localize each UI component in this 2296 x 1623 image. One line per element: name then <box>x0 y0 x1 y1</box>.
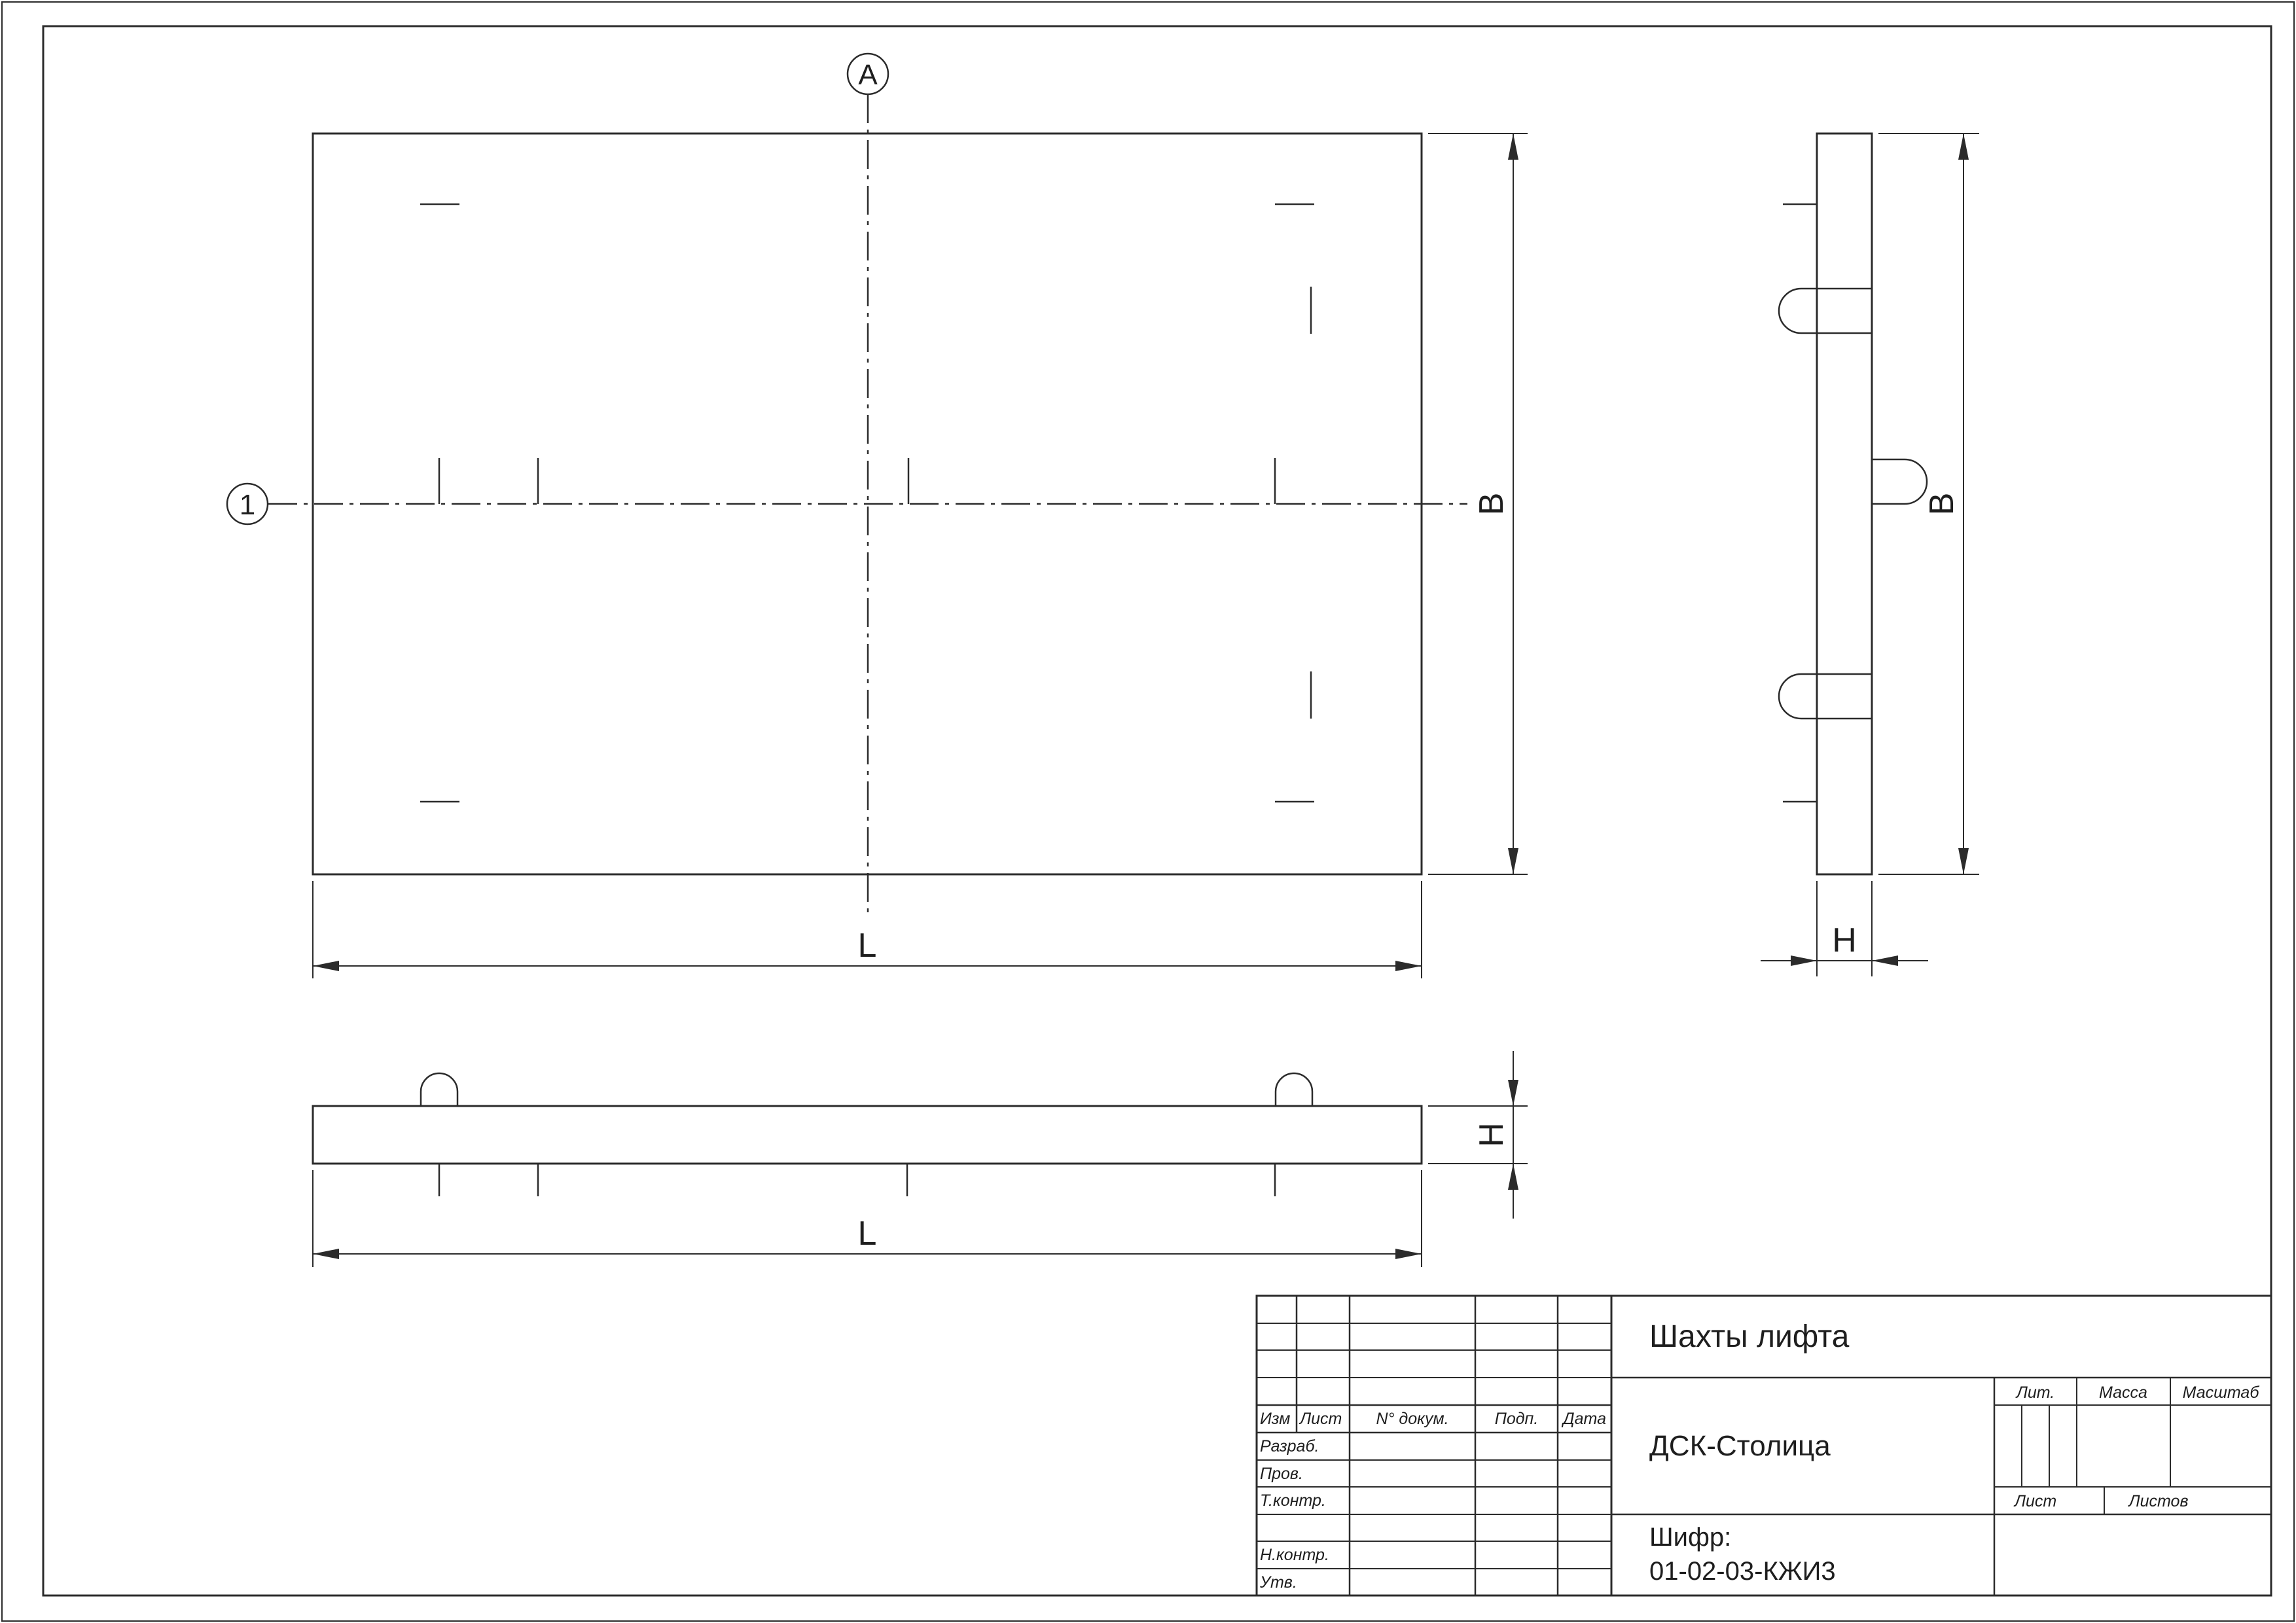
front-dim-h-label: H <box>1473 1122 1511 1147</box>
arrow <box>1872 955 1898 966</box>
role-tech-control: Т.контр. <box>1260 1491 1326 1510</box>
title-block-grid <box>1257 1296 2271 1596</box>
mass-label: Масса <box>2099 1383 2147 1402</box>
code-label: Шифр: <box>1649 1523 1731 1552</box>
plan-dim-l-label: L <box>858 927 877 965</box>
side-slab-outline <box>1816 132 1873 876</box>
axis-a-bubble <box>846 52 889 96</box>
axis-1-label: 1 <box>240 489 255 521</box>
axis-a-label: A <box>858 59 878 91</box>
project-code: 01-02-03-КЖИ3 <box>1649 1557 1836 1586</box>
side-dim-h-label: H <box>1832 921 1857 959</box>
arrow <box>1508 848 1518 874</box>
arrow <box>1958 848 1969 874</box>
front-dim-l-label: L <box>858 1215 877 1253</box>
drawing-frame <box>42 25 2272 1597</box>
role-checker: Пров. <box>1260 1465 1303 1483</box>
plan-dim-b-label: B <box>1473 493 1511 516</box>
plan-view: A 1 L B <box>226 52 1528 978</box>
lifting-loop <box>420 1072 459 1106</box>
arrow <box>1958 134 1969 160</box>
title-block: Изм Лист N° докум. Подп. Дата Разраб. Пр… <box>1255 1294 2272 1597</box>
side-view: B H <box>1761 132 1979 976</box>
organization-name: ДСК-Столица <box>1649 1430 1831 1462</box>
role-approved: Утв. <box>1259 1573 1297 1592</box>
arrow <box>313 961 339 971</box>
role-norm-control: Н.контр. <box>1260 1546 1329 1564</box>
arrow <box>1395 1249 1422 1259</box>
front-view: L H <box>312 1051 1528 1267</box>
arrow <box>1508 134 1518 160</box>
side-dim-b-label: B <box>1923 493 1961 516</box>
drawing-title: Шахты лифта <box>1649 1319 1850 1354</box>
lifting-loop <box>1778 287 1872 334</box>
arrow <box>1508 1080 1518 1106</box>
header-sign: Подп. <box>1495 1410 1539 1428</box>
lifting-loop <box>1872 458 1928 505</box>
header-izm: Изм <box>1260 1410 1290 1428</box>
arrow <box>1395 961 1422 971</box>
title-block-frame <box>1255 1294 2272 1597</box>
stage-label: Лит. <box>2015 1383 2055 1402</box>
header-list: Лист <box>1299 1410 1342 1428</box>
front-slab-outline <box>312 1105 1423 1165</box>
arrow <box>1508 1164 1518 1190</box>
axis-1-bubble <box>226 482 269 526</box>
role-developer: Разраб. <box>1260 1437 1319 1455</box>
header-doc: N° докум. <box>1376 1410 1448 1428</box>
lifting-loop <box>1274 1072 1314 1106</box>
arrow <box>1791 955 1817 966</box>
header-date: Дата <box>1561 1410 1606 1428</box>
arrow <box>313 1249 339 1259</box>
lifting-loop <box>1778 673 1872 720</box>
sheet-label: Лист <box>2013 1492 2056 1510</box>
sheets-label: Листов <box>2127 1492 2188 1510</box>
scale-label: Масштаб <box>2183 1383 2260 1402</box>
